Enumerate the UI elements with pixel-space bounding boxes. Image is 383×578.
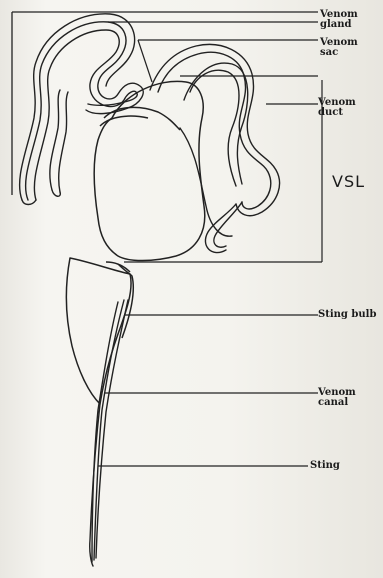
label-venom-duct: Venom duct — [318, 98, 368, 118]
sting-shaft — [90, 300, 128, 566]
label-venom-canal: Venom canal — [318, 388, 368, 408]
label-vsl: VSL — [332, 174, 365, 190]
label-venom-gland: Venom gland — [320, 10, 370, 30]
label-sting: Sting — [310, 461, 340, 471]
venom-sac-body — [94, 81, 205, 260]
label-sting-bulb: Sting bulb — [318, 310, 376, 320]
venom-gland-tube — [20, 14, 144, 205]
leader-venom-sac-diag — [138, 40, 152, 82]
label-venom-sac: Venom sac — [320, 38, 370, 58]
sting-bulb-shape — [66, 258, 133, 404]
